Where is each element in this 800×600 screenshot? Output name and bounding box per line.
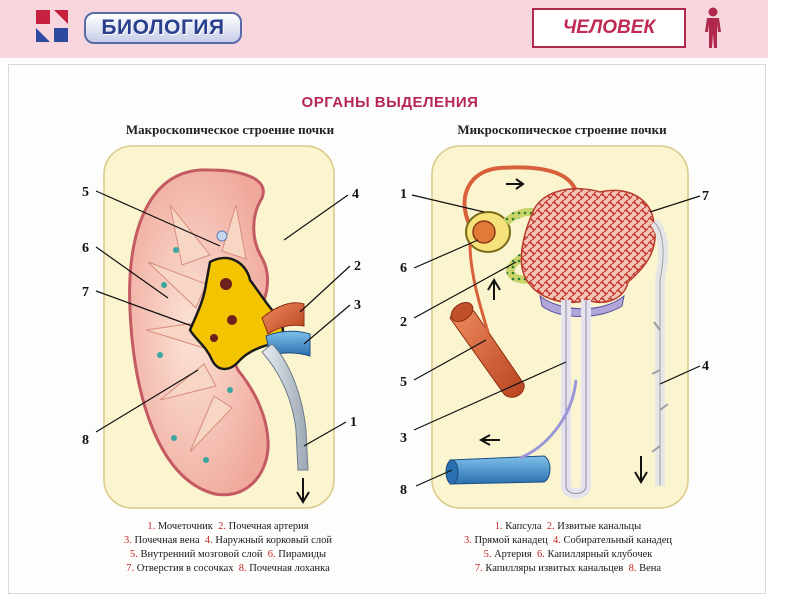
- right-label-4: 4: [702, 359, 709, 374]
- legend-num: 8.: [628, 563, 637, 574]
- left-legend: 1. Мочеточник 2. Почечная артерия 3. Поч…: [78, 520, 378, 576]
- venule: [519, 379, 578, 460]
- capillary-mesh: [521, 188, 656, 303]
- right-leader-lines: [411, 194, 701, 487]
- left-label-8: 8: [82, 433, 89, 448]
- renal-artery-left: [261, 302, 305, 335]
- right-label-7: 7: [702, 189, 709, 204]
- legend-num: 3.: [463, 535, 472, 546]
- legend-text: Артерия: [494, 549, 532, 560]
- brand-title: БИОЛОГИЯ: [101, 16, 225, 39]
- left-leader-lines: [95, 190, 351, 447]
- legend-num: 6.: [536, 549, 545, 560]
- brand-logo[interactable]: БИОЛОГИЯ: [84, 12, 242, 44]
- left-label-3: 3: [354, 298, 361, 313]
- left-subtitle: Макроскопическое строение почки: [125, 122, 335, 137]
- section-button[interactable]: ЧЕЛОВЕК: [532, 8, 686, 48]
- legend-num: 1.: [147, 521, 156, 532]
- glomerulus: [472, 220, 496, 244]
- right-legend: 1. Капсула 2. Извитые канальцы 3. Прямой…: [420, 520, 716, 576]
- legend-num: 7.: [126, 563, 135, 574]
- right-label-6: 6: [400, 261, 407, 276]
- legend-text: Вена: [639, 563, 662, 574]
- legend-text: Отверстия в сосочках: [136, 563, 234, 574]
- ureter: [261, 343, 309, 471]
- left-label-4: 4: [352, 187, 359, 202]
- legend-text: Капиллярный клубочек: [547, 549, 653, 560]
- right-label-1: 1: [400, 187, 407, 202]
- legend-num: 6.: [267, 549, 276, 560]
- flow-arrow-mid: [487, 278, 501, 300]
- legend-num: 4.: [553, 535, 561, 546]
- vein-vessel: [449, 455, 551, 485]
- left-label-1: 1: [350, 415, 357, 430]
- person-icon[interactable]: [700, 6, 726, 50]
- legend-num: 2.: [218, 521, 227, 532]
- legend-text: Наружный корковый слой: [215, 535, 332, 546]
- legend-text: Прямой канадец: [474, 535, 548, 546]
- legend-text: Капсула: [505, 521, 542, 532]
- legend-num: 8.: [238, 563, 247, 574]
- right-label-5: 5: [400, 375, 407, 390]
- legend-num: 5.: [483, 549, 492, 560]
- legend-text: Внутренний мозговой слой: [140, 549, 263, 560]
- left-label-2: 2: [354, 259, 361, 274]
- right-subtitle: Микроскопическое строение почки: [457, 122, 667, 137]
- legend-text: Собирательный канадец: [563, 535, 673, 546]
- left-label-7: 7: [82, 285, 89, 300]
- legend-num: 5.: [129, 549, 138, 560]
- pelvis-openings: [210, 278, 237, 342]
- legend-text: Капилляры извитых канальцев: [485, 563, 624, 574]
- legend-num: 7.: [474, 563, 483, 574]
- legend-text: Почечная вена: [134, 535, 200, 546]
- collecting-duct-outline: [653, 221, 664, 486]
- legend-text: Пирамиды: [278, 549, 327, 560]
- artery-end: [450, 301, 474, 323]
- right-label-3: 3: [400, 431, 407, 446]
- arteriole-up: [468, 243, 490, 333]
- left-label-6: 6: [82, 241, 89, 256]
- left-label-5: 5: [82, 185, 89, 200]
- papilla-openings: [157, 230, 233, 463]
- flow-arrow-top: [506, 178, 525, 190]
- right-label-8: 8: [400, 483, 407, 498]
- legend-text: Почечная лоханка: [249, 563, 330, 574]
- legend-num: 4.: [204, 535, 213, 546]
- section-label: ЧЕЛОВЕК: [562, 17, 656, 38]
- right-label-2: 2: [400, 315, 407, 330]
- logo-icon[interactable]: [34, 8, 72, 46]
- legend-num: 1.: [494, 521, 503, 532]
- legend-text: Почечная артерия: [228, 521, 309, 532]
- duct-branches: [651, 321, 669, 453]
- loop-outline: [565, 300, 587, 494]
- legend-text: Мочеточник: [157, 521, 213, 532]
- legend-num: 3.: [124, 535, 132, 546]
- legend-num: 2.: [546, 521, 555, 532]
- legend-text: Извитые канальцы: [557, 521, 642, 532]
- page-title: ОРГАНЫ ВЫДЕЛЕНИЯ: [301, 94, 479, 111]
- vein-end: [445, 459, 459, 485]
- ureter-arrow: [296, 478, 310, 504]
- flow-arrow-vein: [478, 434, 500, 446]
- duct-arrow: [634, 456, 648, 484]
